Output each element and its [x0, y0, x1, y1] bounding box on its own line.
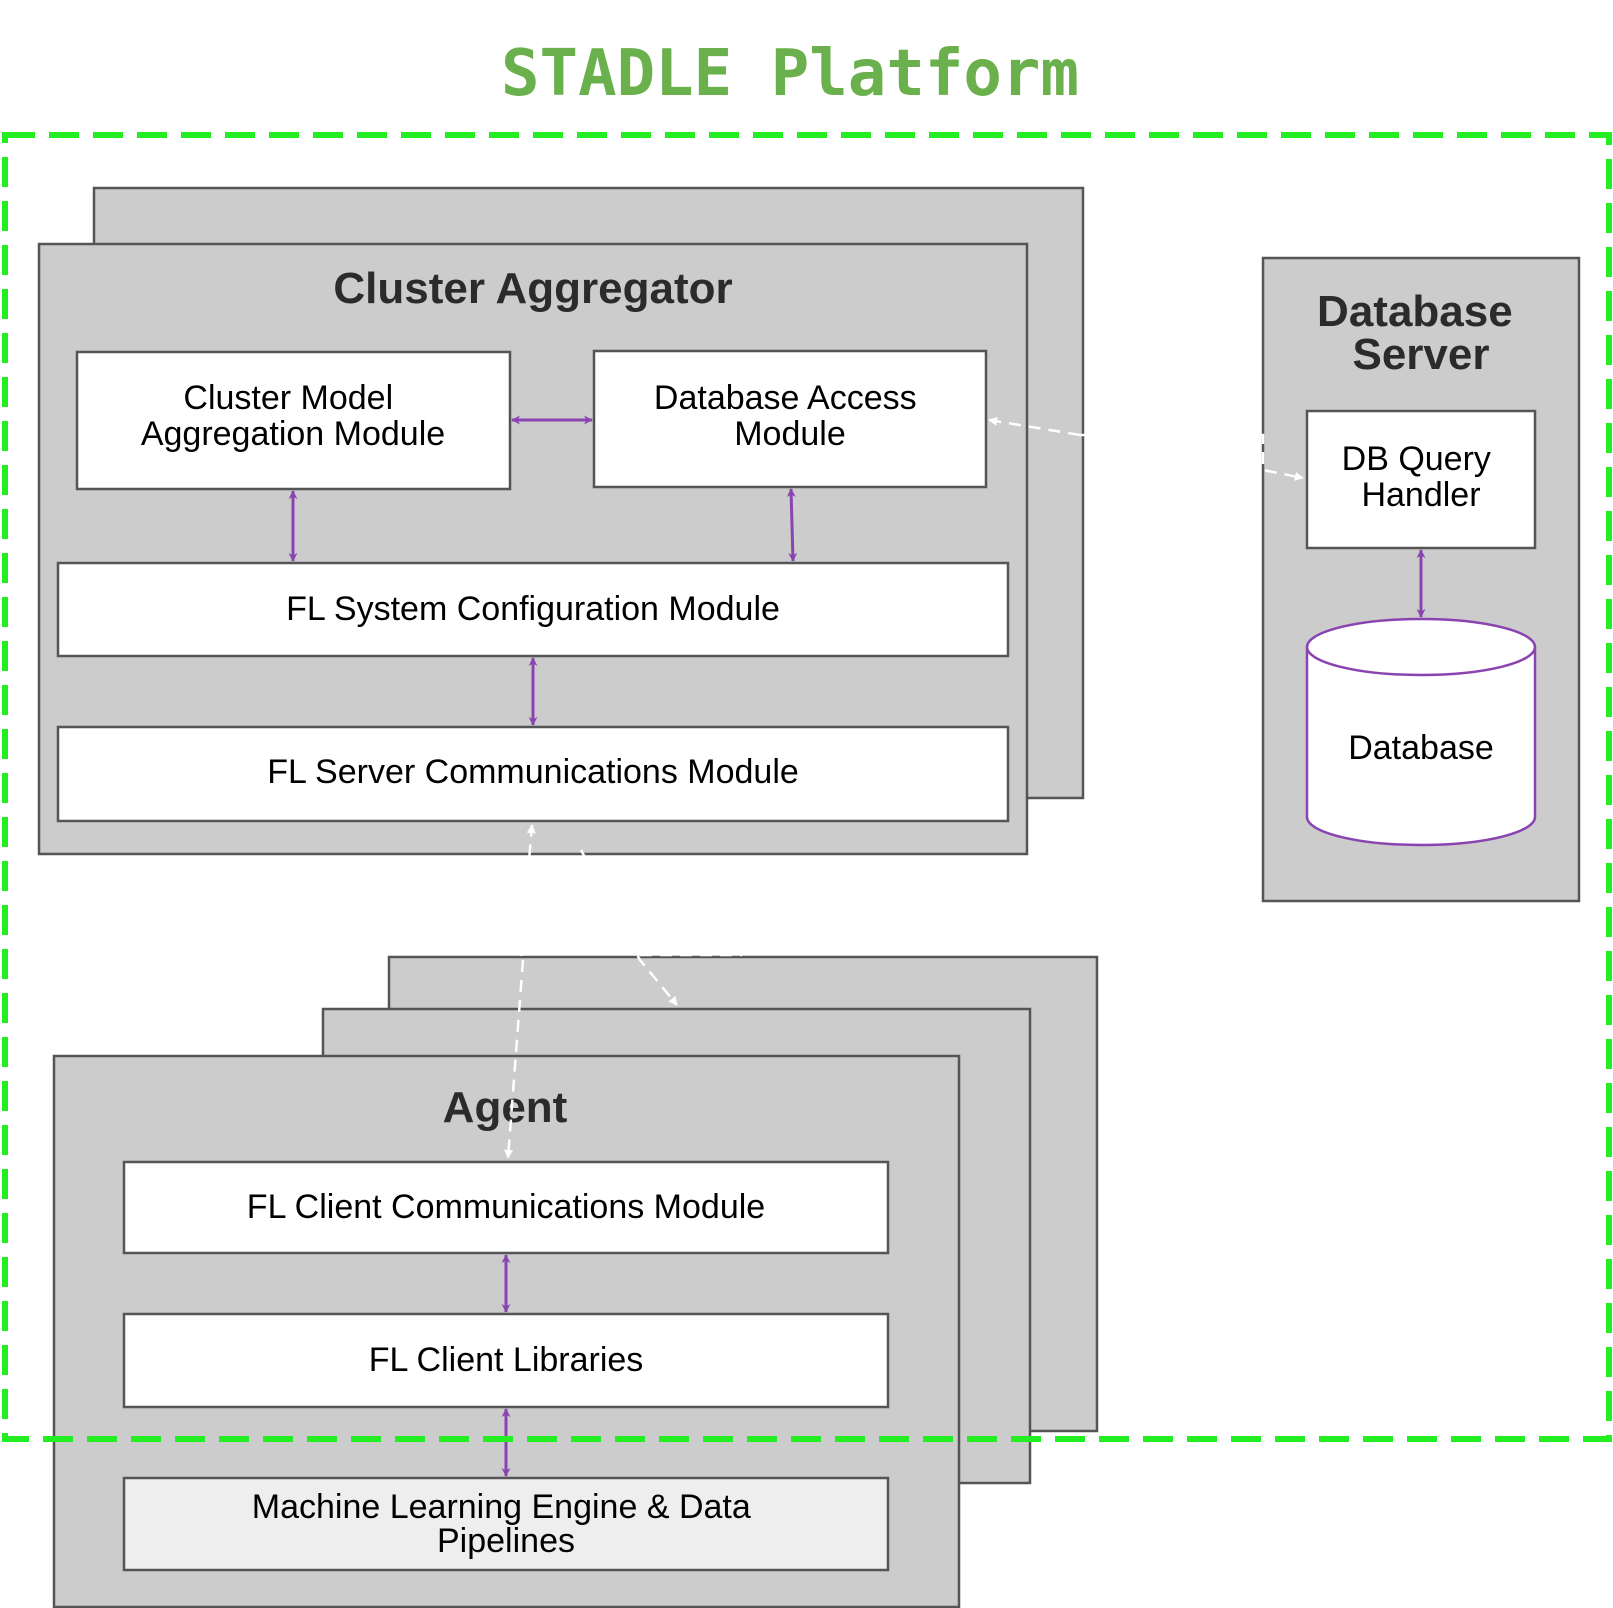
fl-server-communications-module	[56, 725, 1010, 823]
fl-client-communications-label: FL Client Communications Module	[247, 1188, 765, 1226]
database-cylinder	[1305, 617, 1537, 847]
fl-server-communications-label: FL Server Communications Module	[267, 753, 799, 791]
query-handler-to-db-access-connector	[988, 416, 1081, 437]
database-server-title: Database Server	[1317, 287, 1525, 379]
fl-system-configuration-module	[56, 561, 1010, 658]
fl-client-libraries-label: FL Client Libraries	[369, 1341, 644, 1379]
cluster-model-aggregation-module	[75, 350, 512, 491]
agent-title: Agent	[443, 1083, 568, 1132]
db-access-config-link	[786, 488, 798, 562]
ml-engine-data-pipelines-module	[122, 1476, 890, 1572]
platform-title: STADLE Platform	[501, 37, 1079, 111]
db-query-handler-label: DB Query Handler	[1342, 440, 1501, 514]
database-cylinder-top	[1305, 646, 1537, 677]
cluster-aggregator-title: Cluster Aggregator	[333, 264, 732, 313]
fl-client-libraries-module	[122, 1312, 890, 1409]
cluster-model-aggregation-label: Cluster Model Aggregation Module	[141, 379, 445, 453]
db-access-to-query-handler-connector	[1080, 433, 1304, 481]
db-query-handler-module	[1305, 409, 1537, 550]
database-label: Database	[1348, 729, 1494, 767]
fl-client-communications-module	[122, 1160, 890, 1255]
server-comm-to-agent-connector	[579, 849, 678, 1006]
fl-system-configuration-label: FL System Configuration Module	[286, 590, 780, 628]
database-access-module	[592, 349, 988, 489]
server-comm-to-client-comm-connector	[504, 959, 525, 1159]
database-access-label: Database Access Module	[654, 379, 926, 453]
ml-engine-data-pipelines-label: Machine Learning Engine & Data Pipelines	[252, 1488, 760, 1560]
stadle-platform-boundary	[2, 132, 1612, 1442]
agent-to-server-comm-connector	[519, 824, 536, 957]
